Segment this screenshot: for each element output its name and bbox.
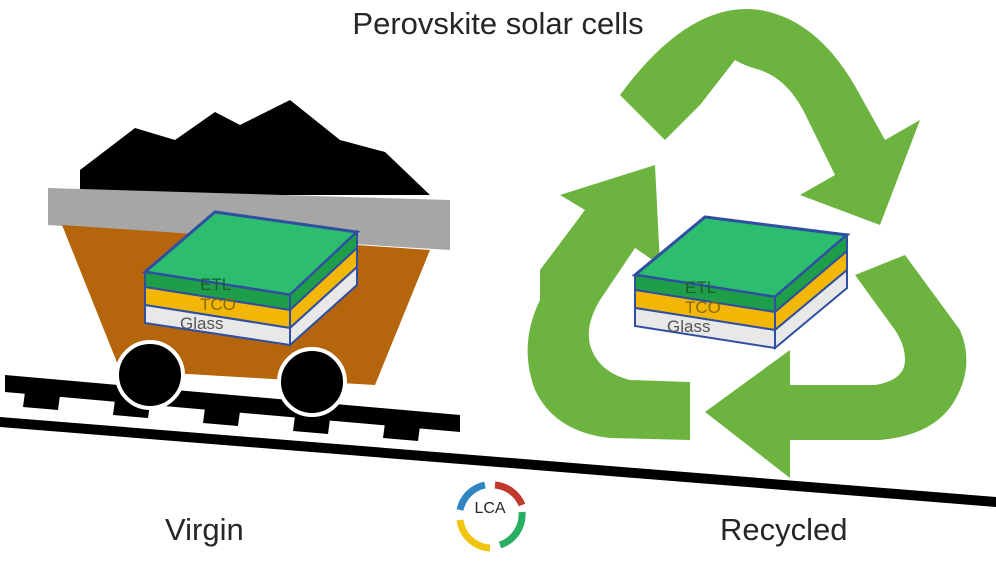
layer-label-etl: ETL — [200, 275, 231, 294]
layer-label-etl-recycled: ETL — [685, 278, 716, 297]
cart-wheel-left — [115, 340, 185, 410]
rail-tie-4 — [293, 416, 330, 434]
rail-tie-1 — [23, 392, 60, 410]
diagram-title: Perovskite solar cells — [352, 6, 644, 41]
ground-line — [0, 417, 996, 507]
layer-label-tco-recycled: TCO — [685, 298, 721, 317]
rail-tie-3 — [203, 408, 240, 426]
lca-logo-icon — [456, 481, 526, 552]
recycle-arrow-bottom — [705, 255, 967, 478]
cart-wheel-right — [277, 347, 347, 417]
recycle-arrow-left — [527, 165, 690, 440]
lca-logo-label: LCA — [474, 500, 506, 517]
virgin-label: Virgin — [165, 512, 244, 547]
recycle-arrow-top — [620, 9, 920, 226]
recycled-label: Recycled — [720, 512, 848, 547]
layer-label-glass-recycled: Glass — [667, 317, 710, 336]
layer-label-glass: Glass — [180, 314, 223, 333]
recycle-icon — [527, 9, 967, 478]
rail-tie-5 — [383, 423, 420, 441]
layer-label-tco: TCO — [200, 295, 236, 314]
ore-pile — [80, 100, 430, 195]
solar-cell-icon-recycled: ETL TCO Glass — [631, 215, 851, 351]
solar-cell-icon-virgin: ETL TCO Glass — [141, 210, 361, 348]
